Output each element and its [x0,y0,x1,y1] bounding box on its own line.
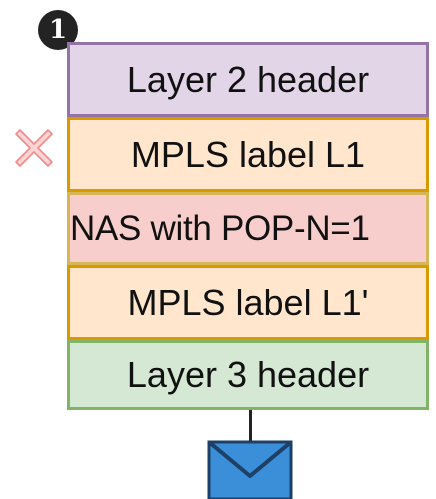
nas-block: NAS with POP-N=1 [67,192,429,265]
mpls-label-l1-prime-block: MPLS label L1' [67,265,429,340]
nas-label: NAS with POP-N=1 [70,208,370,248]
mpls-label-l1-prime-text: MPLS label L1' [127,281,369,323]
cross-icon [15,129,53,167]
connector-line [249,410,252,442]
step-number-badge: 1 [38,10,78,50]
mpls-label-l1-block: MPLS label L1 [67,117,429,192]
layer-2-header-label: Layer 2 header [126,58,370,100]
envelope-icon [207,440,293,499]
mpls-label-l1-text: MPLS label L1 [130,133,366,175]
layer-3-header-block: Layer 3 header [67,340,429,410]
layer-2-header-block: Layer 2 header [67,42,429,117]
layer-3-header-label: Layer 3 header [126,354,370,395]
